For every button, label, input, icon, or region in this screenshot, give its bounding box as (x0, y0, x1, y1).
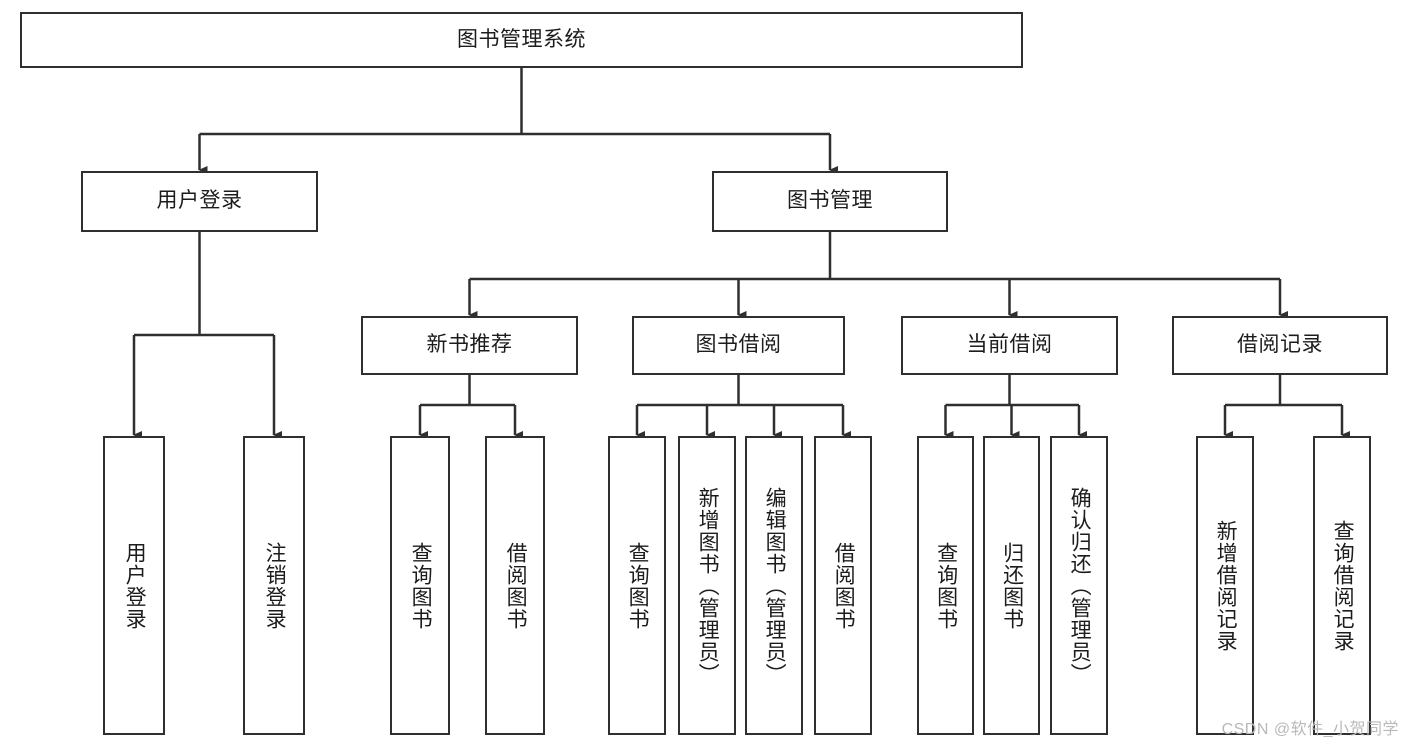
node-user-login[interactable]: 用户登录 (81, 171, 318, 232)
node-label: 借阅图书 (504, 541, 528, 630)
node-label: 图书管理 (787, 189, 873, 213)
node-book-management[interactable]: 图书管理 (712, 171, 948, 232)
leaf-user-login[interactable]: 用户登录 (103, 436, 165, 735)
node-label: 查询图书 (409, 541, 433, 630)
node-label: 图书管理系统 (457, 27, 586, 51)
leaf-return-book[interactable]: 归还图书 (983, 436, 1040, 735)
leaf-edit-book-admin[interactable]: 编辑图书（管理员） (745, 436, 803, 735)
node-label: 确认归还（管理员） (1068, 486, 1092, 685)
node-label: 借阅记录 (1237, 333, 1323, 357)
node-label: 用户登录 (156, 189, 243, 213)
node-label: 新增借阅记录 (1214, 519, 1238, 652)
node-new-book-recommendation[interactable]: 新书推荐 (361, 316, 578, 375)
leaf-confirm-return-admin[interactable]: 确认归还（管理员） (1050, 436, 1108, 735)
node-root-system[interactable]: 图书管理系统 (20, 12, 1023, 68)
edges-group (132, 68, 1350, 439)
node-current-borrowing[interactable]: 当前借阅 (901, 316, 1118, 375)
node-label: 新增图书（管理员） (696, 486, 720, 685)
leaf-query-book-c[interactable]: 查询图书 (917, 436, 974, 735)
node-label: 查询图书 (934, 541, 958, 630)
node-book-borrowing[interactable]: 图书借阅 (632, 316, 845, 375)
node-label: 查询图书 (626, 541, 650, 630)
node-label: 新书推荐 (426, 333, 513, 357)
node-label: 注销登录 (263, 541, 287, 630)
leaf-add-book-admin[interactable]: 新增图书（管理员） (678, 436, 736, 735)
node-label: 用户登录 (123, 541, 147, 630)
leaf-query-borrow-record[interactable]: 查询借阅记录 (1313, 436, 1371, 735)
csdn-watermark: CSDN @软件_小贺同学 (1221, 721, 1399, 738)
leaf-borrow-book-b[interactable]: 借阅图书 (814, 436, 872, 735)
node-label: 编辑图书（管理员） (763, 486, 787, 685)
leaf-add-borrow-record[interactable]: 新增借阅记录 (1196, 436, 1254, 735)
leaf-borrow-book-a[interactable]: 借阅图书 (485, 436, 545, 735)
leaf-logout[interactable]: 注销登录 (243, 436, 305, 735)
node-label: 当前借阅 (966, 333, 1053, 357)
node-label: 归还图书 (1000, 541, 1024, 630)
node-label: 借阅图书 (832, 541, 856, 630)
node-label: 查询借阅记录 (1331, 519, 1355, 652)
node-borrowing-record[interactable]: 借阅记录 (1172, 316, 1388, 375)
node-label: 图书借阅 (695, 333, 782, 357)
leaf-query-book-b[interactable]: 查询图书 (608, 436, 666, 735)
leaf-query-book-a[interactable]: 查询图书 (390, 436, 450, 735)
